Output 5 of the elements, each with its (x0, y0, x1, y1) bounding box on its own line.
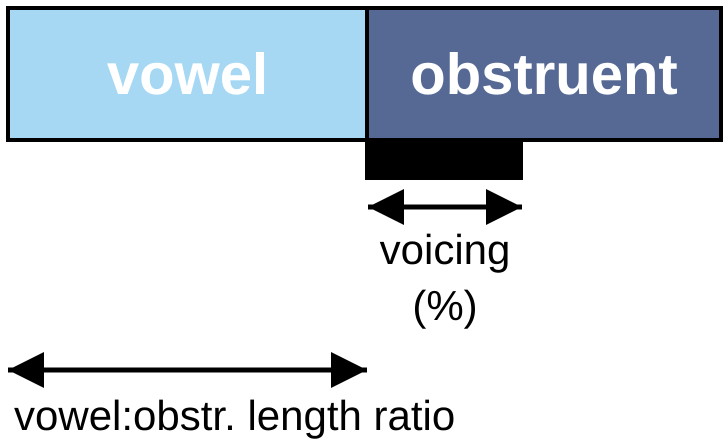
voicing-bar (365, 142, 523, 180)
segment-label: vowel (106, 40, 268, 108)
segment-label: obstruent (410, 40, 678, 108)
dimension-label: vowel:obstr. length ratio (14, 391, 456, 441)
dimension-label: voicing (%) (378, 225, 512, 331)
